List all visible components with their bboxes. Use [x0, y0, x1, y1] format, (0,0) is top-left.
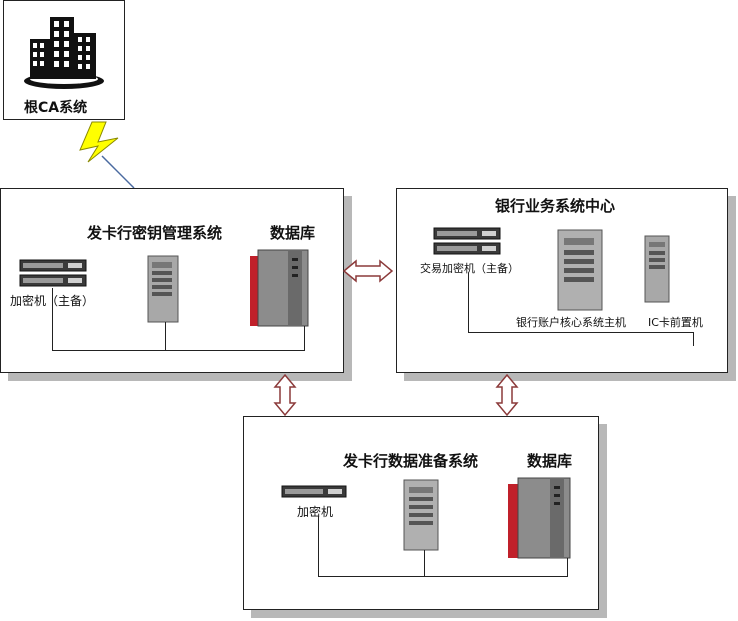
double-arrow-vertical-right — [495, 373, 519, 417]
kms-network-drop — [304, 326, 305, 351]
root-ca-label: 根CA系统 — [24, 100, 88, 116]
prep-server-tower-icon — [403, 479, 439, 551]
bank-core-label: 银行账户核心系统主机 — [516, 316, 626, 329]
bank-network-bus — [468, 332, 694, 333]
office-building-icon — [24, 17, 104, 89]
bank-network-drop — [468, 273, 469, 333]
prep-title: 发卡行数据准备系统 — [343, 452, 479, 470]
transaction-encryption-machine-icon — [433, 227, 501, 255]
root-ca-box: 根CA系统 — [3, 0, 125, 120]
bank-title: 银行业务系统中心 — [495, 197, 616, 215]
double-arrow-vertical-left — [273, 373, 297, 417]
prep-network-drop — [424, 550, 425, 577]
kms-network-drop — [52, 288, 53, 351]
prep-db-label: 数据库 — [527, 452, 573, 470]
prep-hsm-label: 加密机 — [297, 505, 334, 519]
database-cabinet-icon — [250, 249, 309, 327]
double-arrow-horizontal — [342, 259, 394, 283]
server-tower-icon — [147, 255, 179, 323]
prep-network-bus — [318, 576, 568, 577]
bank-ic-label: IC卡前置机 — [648, 316, 703, 329]
ic-card-server-icon — [644, 235, 670, 303]
kms-title: 发卡行密钥管理系统 — [87, 224, 223, 242]
prep-network-drop — [318, 516, 319, 577]
prep-database-cabinet-icon — [508, 477, 571, 559]
bank-hsm-label: 交易加密机（主备） — [420, 262, 519, 275]
kms-db-label: 数据库 — [270, 224, 316, 242]
kms-network-bus — [52, 350, 304, 351]
lightning-icon — [79, 121, 135, 189]
bank-network-drop — [693, 332, 694, 346]
encryption-machine-icon — [19, 259, 87, 287]
prep-encryption-machine-icon — [281, 485, 347, 498]
core-server-icon — [557, 229, 603, 311]
prep-network-drop — [567, 558, 568, 577]
kms-network-drop — [165, 322, 166, 351]
